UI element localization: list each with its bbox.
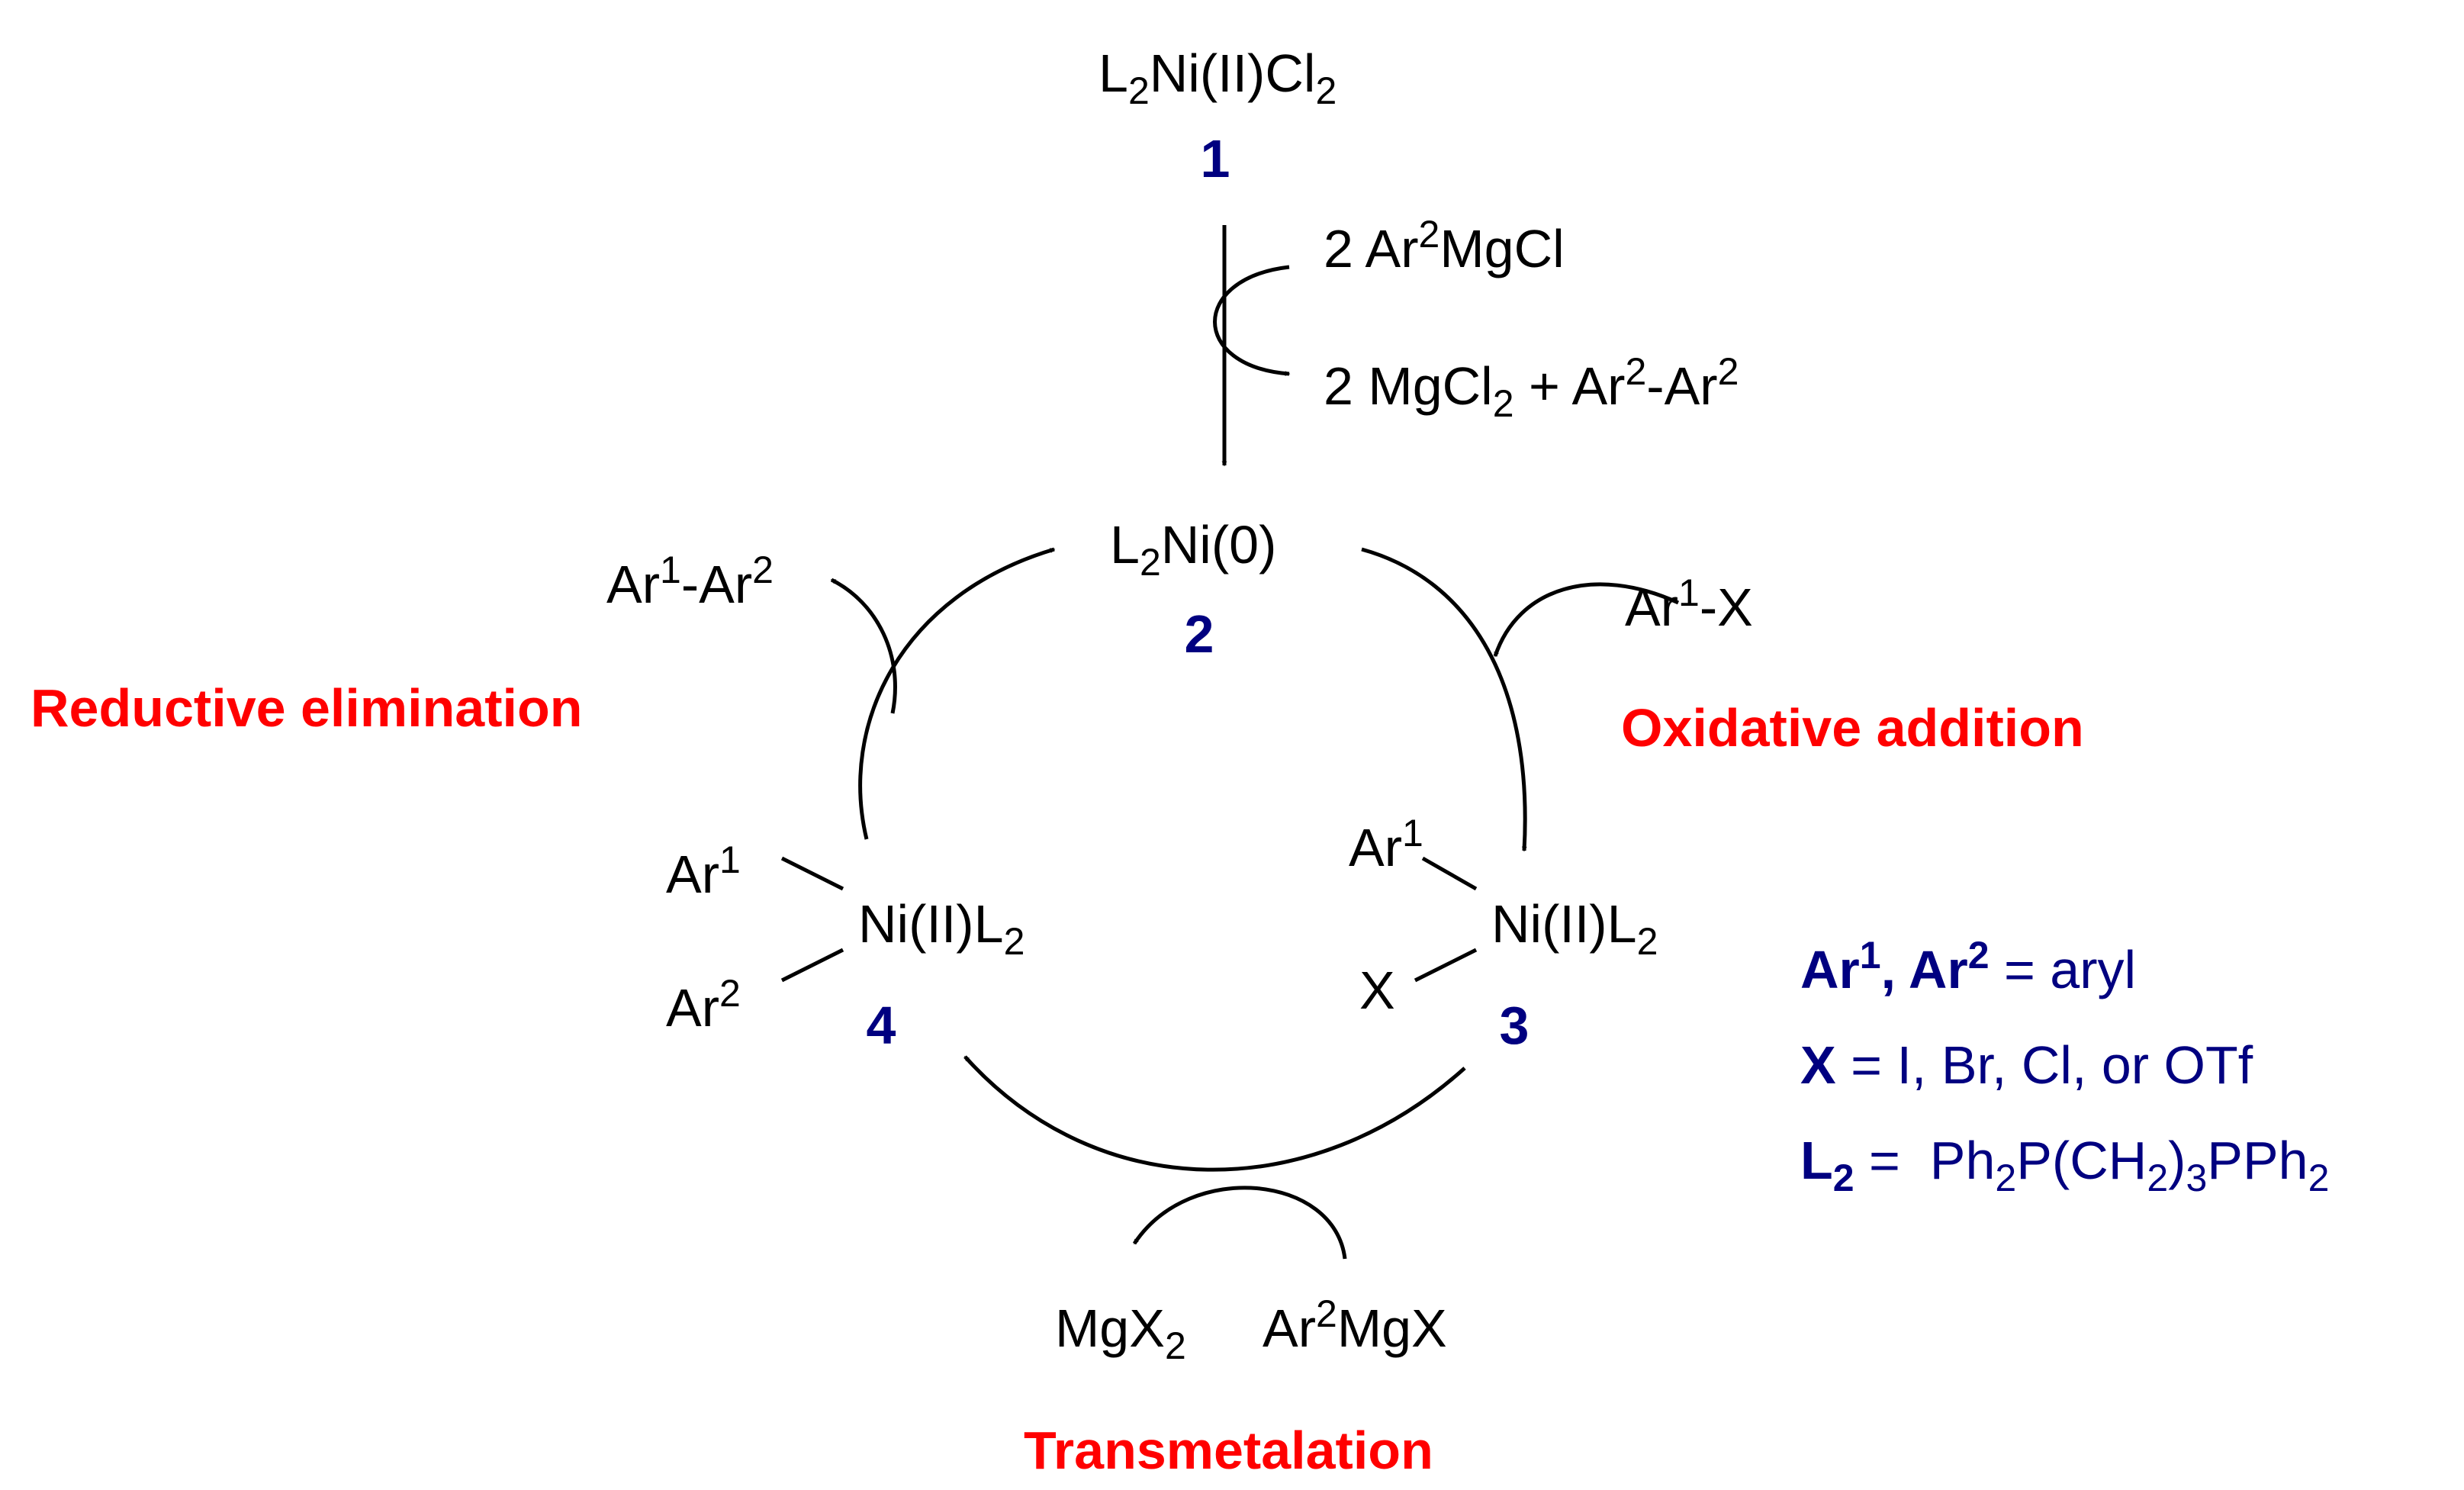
complex-4-ni: Ni(II)L2	[858, 894, 1025, 963]
ni0-formula: L2Ni(0)	[1110, 515, 1276, 584]
reductive-elimination-title: Reductive elimination	[31, 678, 582, 738]
complex-4-bond-ar1	[780, 856, 844, 891]
start-compound: L2Ni(II)Cl2 1	[1099, 43, 1337, 188]
complex-3-bond-ar	[1421, 856, 1478, 891]
activation-curved-arrow	[1213, 265, 1291, 377]
transmetalation-title: Transmetalation	[1024, 1421, 1433, 1480]
reductive-elimination-arc	[858, 547, 1056, 840]
oxidative-addition-arc	[1361, 547, 1527, 852]
reductive-elimination-product-arrow	[830, 578, 897, 714]
legend: Ar1, Ar2 = aryl X = I, Br, Cl, or OTf L2…	[1800, 934, 2329, 1199]
activation-reagent: 2 Ar2MgCl	[1324, 213, 1565, 278]
oxidative-addition-title: Oxidative addition	[1621, 698, 2084, 758]
complex-4-bond-ar2	[780, 948, 844, 983]
ni0-complex: L2Ni(0) 2	[1110, 515, 1276, 664]
transmetalation-reagent: Ar2MgX	[1263, 1292, 1447, 1358]
ar1-x-reagent: Ar1-X	[1625, 571, 1753, 637]
transmetalation-byproduct: MgX2	[1055, 1299, 1186, 1367]
transmetalation-curved-arrow	[1132, 1186, 1347, 1260]
complex-3-ar1: Ar1	[1349, 812, 1423, 877]
compound-label-2: 2	[1185, 604, 1214, 664]
legend-line-ligand: L2 = Ph2P(CH2)3PPh2	[1800, 1131, 2329, 1199]
activation-arrow	[1213, 225, 1291, 467]
complex-3-ni: Ni(II)L2	[1491, 894, 1658, 963]
start-compound-formula: L2Ni(II)Cl2	[1099, 43, 1337, 112]
complex-3-x: X	[1359, 961, 1395, 1020]
legend-line-aryl: Ar1, Ar2 = aryl	[1800, 934, 2136, 999]
complex-4-ar2: Ar2	[666, 972, 741, 1038]
compound-label-1: 1	[1201, 129, 1230, 188]
oxidative-addition-reagent-arrow	[1493, 582, 1680, 658]
legend-line-x: X = I, Br, Cl, or OTf	[1800, 1035, 2253, 1095]
complex-4: Ar1 Ni(II)L2 Ar2 4	[666, 838, 1025, 1055]
reductive-elimination-product: Ar1-Ar2	[606, 549, 774, 614]
activation-products: 2 MgCl2 + Ar2-Ar2	[1324, 350, 1739, 425]
compound-label-3: 3	[1500, 996, 1530, 1055]
compound-label-4: 4	[867, 996, 896, 1055]
complex-3: Ar1 Ni(II)L2 X 3	[1349, 812, 1658, 1055]
transmetalation-arc	[963, 1055, 1466, 1172]
complex-4-ar1: Ar1	[666, 838, 741, 904]
complex-3-bond-x	[1414, 948, 1478, 983]
